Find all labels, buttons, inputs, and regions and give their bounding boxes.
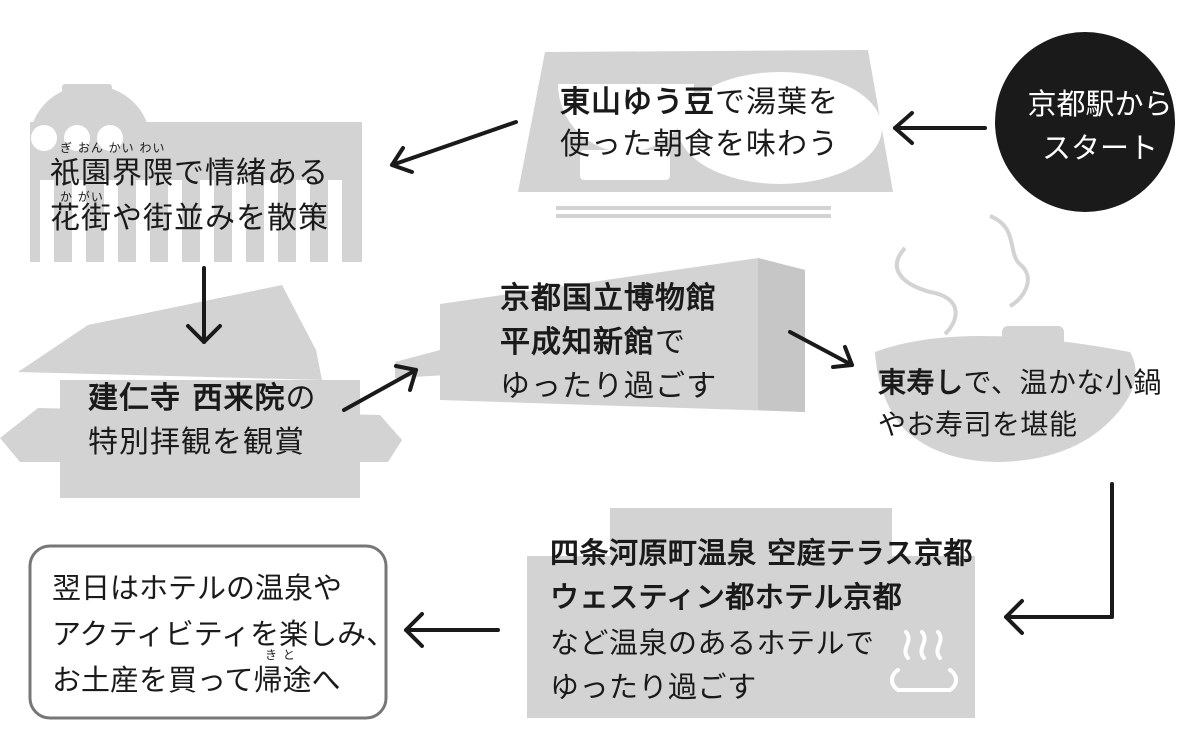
final-line-2: アクティビティを楽しみ、 [52, 617, 396, 651]
museum-line-2: 平成知新館で [500, 322, 686, 364]
gion-ruby: ぎ おん かい わい [60, 141, 166, 155]
hotel-line-2: ウェスティン都ホテル京都 [550, 580, 903, 614]
breakfast-line-2: 使った朝食を味わう [560, 127, 839, 162]
nabe-line-2: やお寿司を堪能 [878, 408, 1078, 441]
arrow-museum-to-nabe [788, 330, 854, 369]
arrow-nabe-to-hotel [1004, 482, 1114, 635]
temple-name: 建仁寺 西来院 [88, 381, 286, 416]
hot-spring-icon [890, 630, 958, 692]
final-step-box [28, 544, 388, 720]
start-circle [995, 32, 1175, 212]
nabe-place-name: 東寿し [878, 366, 964, 399]
temple-illustration [0, 285, 402, 498]
arrow-temple-to-museum [342, 364, 418, 412]
arrow-gion-to-temple [186, 266, 222, 344]
final-line-3: お土産を買って帰途へ [52, 663, 341, 697]
arrow-breakfast-to-gion [390, 120, 518, 174]
hotel-line-1: 四条河原町温泉 空庭テラス京都 [550, 536, 974, 570]
final-step-text: 翌日はホテルの温泉や アクティビティを楽しみ、 お土産を買って帰途へ [52, 565, 395, 703]
breakfast-tray-illustration [518, 50, 893, 218]
gion-machiya-illustration [30, 84, 362, 262]
hotel-line-3: など温泉のあるホテルで [550, 626, 875, 660]
kagai-ruby: か がい [60, 190, 104, 204]
breakfast-line-1: 東山ゆう豆で湯葉を [560, 82, 839, 124]
temple-line-2: 特別拝観を観賞 [88, 425, 305, 460]
museum-line-2-rest: で [655, 325, 686, 360]
nabe-line-1-rest: で、温かな小鍋 [963, 366, 1162, 399]
breakfast-place-name: 東山ゆう豆 [560, 85, 715, 120]
museum-building-name: 平成知新館 [500, 325, 655, 360]
kito-ruby: き と [265, 648, 296, 662]
temple-line-1: 建仁寺 西来院の [88, 378, 316, 420]
museum-line-3: ゆったり過ごす [500, 369, 718, 404]
hotel-line-4: ゆったり過ごす [550, 670, 757, 704]
start-line-1: 京都駅から [1027, 87, 1173, 121]
gion-line-1: 祇園界隈で情緒ある [50, 156, 329, 191]
start-label: 京都駅から スタート [1000, 82, 1200, 170]
gion-line-2: 花街や街並みを散策 [50, 201, 329, 236]
breakfast-line-1-rest: で湯葉を [715, 85, 839, 120]
nabe-line-1: 東寿しで、温かな小鍋 [878, 362, 1162, 404]
start-line-2: スタート [1041, 131, 1158, 165]
arrow-hotel-to-final [404, 612, 500, 648]
final-line-1: 翌日はホテルの温泉や [52, 571, 343, 605]
museum-illustration [395, 258, 805, 412]
nabe-pot-illustration [875, 214, 1136, 462]
museum-line-1: 京都国立博物館 [500, 281, 717, 316]
temple-line-1-rest: の [285, 381, 317, 416]
arrow-start-to-breakfast [893, 111, 987, 145]
